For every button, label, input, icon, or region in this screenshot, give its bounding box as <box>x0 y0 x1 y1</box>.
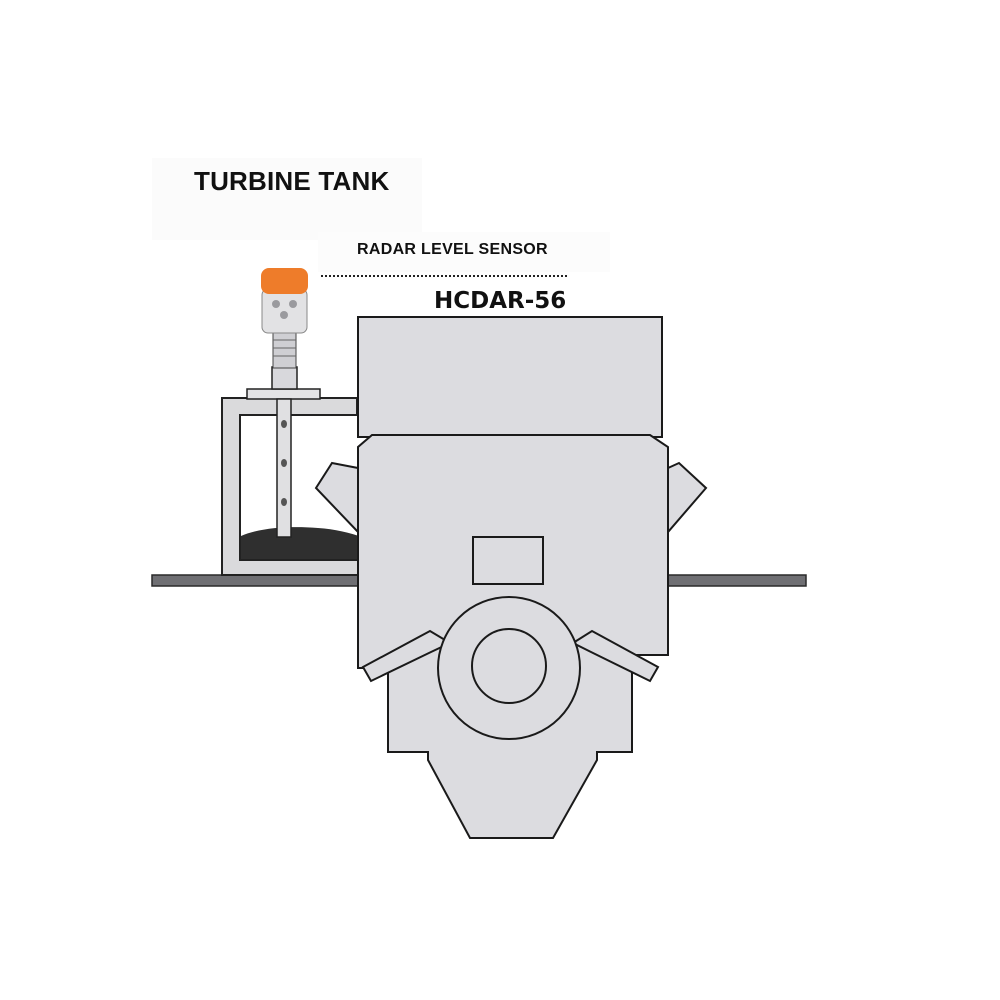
sensor-flange <box>271 366 298 390</box>
title-background <box>152 158 422 240</box>
engine-flywheel-inner <box>471 628 547 704</box>
diagram-title: TURBINE TANK <box>194 166 390 196</box>
sensor-cap <box>261 268 308 294</box>
engine-inspection-plate <box>472 536 544 585</box>
probe-hole <box>281 459 287 467</box>
sensor-window <box>280 311 288 319</box>
turbine-engine-icon <box>314 316 708 839</box>
sensor-label: RADAR LEVEL SENSOR <box>357 241 548 258</box>
engine-side-bracket-left <box>314 461 359 535</box>
sensor-model: HCDAR-56 <box>434 288 567 314</box>
label-background <box>318 232 610 272</box>
engine-side-bracket-right <box>667 461 708 535</box>
sensor-housing <box>261 288 308 334</box>
sensor-mount-plate <box>246 388 321 400</box>
engine-handle-left <box>361 629 453 683</box>
radar-level-sensor-icon <box>246 268 321 538</box>
sensor-neck <box>272 331 297 369</box>
probe-hole <box>281 420 287 428</box>
engine-handle-right <box>570 629 660 683</box>
tank-liquid <box>241 527 362 559</box>
engine-top-block <box>357 316 663 438</box>
probe-hole <box>281 498 287 506</box>
sensor-probe-rod <box>276 398 292 538</box>
sensor-window <box>289 300 297 308</box>
sensor-window <box>272 300 280 308</box>
label-leader-line <box>321 275 567 277</box>
